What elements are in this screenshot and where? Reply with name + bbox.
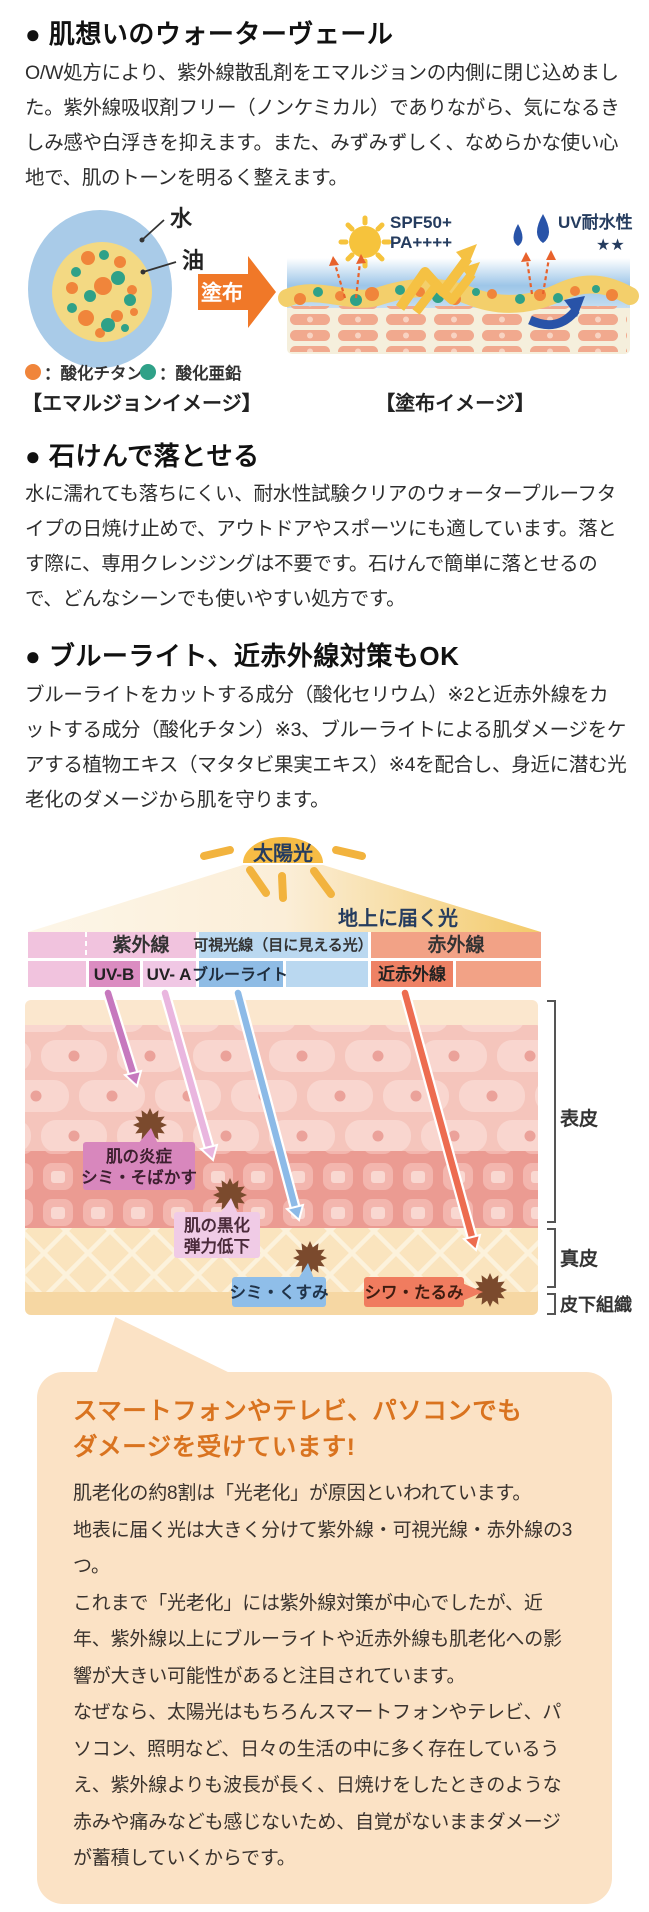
section2-body: 水に濡れても落ちにくい、耐水性試験クリアのウォータープルーフタイプの日焼け止めで… bbox=[25, 483, 617, 610]
starburst-bluelight bbox=[293, 1241, 327, 1275]
water-pointer-line bbox=[141, 219, 165, 241]
uvb-subband bbox=[89, 961, 140, 987]
damage-uva-line1: 肌の黒化 bbox=[183, 1215, 251, 1235]
water-bounce-arrow bbox=[528, 307, 580, 330]
damage-uva-line2: 弾力低下 bbox=[184, 1236, 250, 1256]
uv-resistance-label: UV耐水性 bbox=[558, 212, 633, 232]
bluelight-subband bbox=[199, 961, 283, 987]
info-bubble: スマートフォンやテレビ、パソコンでも ダメージを受けています! 肌老化の約8割は… bbox=[37, 1372, 612, 1904]
bubble-paragraph-2: 地表に届く光は大きく分けて紫外線・可視光線・赤外線の3つ。 bbox=[73, 1519, 573, 1578]
apply-arrow-shape bbox=[198, 256, 276, 328]
scatter-arrows bbox=[333, 257, 551, 299]
visible-subband bbox=[286, 961, 368, 987]
nir-subband bbox=[371, 961, 453, 987]
zinc-particles bbox=[67, 250, 136, 332]
visible-band-label: 可視光線（目に見える光） bbox=[193, 936, 373, 954]
damage-label-nir: シワ・たるみ bbox=[364, 1277, 483, 1307]
light-damage-diagram: 太陽光 地上に届く光 紫外線 可視光線（目に見える光） 赤外線 UV-B UV-… bbox=[25, 837, 632, 1315]
bluelight-label: ブルーライト bbox=[192, 965, 288, 984]
dermis-label: 真皮 bbox=[560, 1247, 598, 1270]
damage-label-bluelight: シミ・くすみ bbox=[230, 1263, 330, 1307]
oil-pointer-dot bbox=[140, 269, 146, 275]
starburst-uva bbox=[213, 1178, 247, 1212]
nir-ray bbox=[399, 987, 482, 1252]
water-pointer-dot bbox=[139, 237, 145, 243]
emulsion-illustration: 水 油 bbox=[28, 206, 204, 368]
ground-light-label: 地上に届く光 bbox=[338, 907, 458, 930]
penetrating-rays bbox=[102, 987, 482, 1252]
uvb-ray bbox=[102, 987, 143, 1088]
emulsion-application-diagram: 水 油 塗布 bbox=[22, 206, 639, 415]
titanium-particles bbox=[66, 251, 138, 338]
scatter-arrowheads bbox=[329, 250, 556, 266]
uvc-subband bbox=[28, 961, 86, 987]
apply-arrow: 塗布 bbox=[198, 256, 276, 328]
layer-brackets bbox=[547, 1000, 556, 1315]
ir-band-label: 赤外線 bbox=[427, 933, 484, 956]
uva-label: UV- A bbox=[147, 965, 192, 984]
epidermis-label: 表皮 bbox=[560, 1107, 598, 1130]
particle-legend: ：酸化チタン ：酸化亜鉛 bbox=[25, 363, 242, 383]
apply-arrow-label: 塗布 bbox=[201, 281, 243, 305]
starburst-uvb bbox=[133, 1108, 167, 1142]
titanium-legend-dot bbox=[25, 364, 41, 380]
water-label: 水 bbox=[170, 206, 193, 231]
ir-subband bbox=[456, 961, 541, 987]
section1-heading: ● 肌想いのウォーターヴェール bbox=[25, 19, 394, 49]
section1-body: O/W処方により、紫外線散乱剤をエマルジョンの内側に閉じ込めました。紫外線吸収剤… bbox=[25, 62, 620, 189]
applied-skin-illustration: SPF50+ PA++++ bbox=[278, 212, 639, 354]
spectrum-row1: 紫外線 可視光線（目に見える光） 赤外線 bbox=[28, 932, 541, 958]
water-bounce-arrowhead bbox=[564, 296, 585, 317]
oil-pointer-line bbox=[142, 261, 177, 273]
zinc-legend-label: ：酸化亜鉛 bbox=[159, 363, 242, 383]
damage-bluelight-label: シミ・くすみ bbox=[230, 1283, 330, 1302]
uva-subband bbox=[143, 961, 196, 987]
emulsion-caption: 【エマルジョンイメージ】 bbox=[22, 392, 262, 415]
damage-label-uvb: 肌の炎症 シミ・そばかす bbox=[81, 1128, 197, 1190]
sun-dome: 太陽光 bbox=[200, 837, 366, 902]
bubble-paragraph-3: これまで「光老化」には紫外線対策が中心でしたが、近年、紫外線以上にブルーライトや… bbox=[73, 1592, 562, 1687]
damage-uvb-line1: 肌の炎症 bbox=[105, 1146, 173, 1166]
uv-band-label: 紫外線 bbox=[112, 933, 169, 956]
bluelight-ray bbox=[232, 987, 305, 1222]
pa-label: PA++++ bbox=[390, 233, 452, 252]
starburst-nir bbox=[473, 1273, 507, 1307]
oil-label: 油 bbox=[182, 248, 204, 273]
bubble-tail bbox=[96, 1317, 234, 1375]
damage-label-uva: 肌の黒化 弾力低下 bbox=[174, 1198, 260, 1258]
water-droplets-icon bbox=[513, 214, 549, 246]
bubble-heading-line2: ダメージを受けています! bbox=[73, 1434, 356, 1461]
ir-band bbox=[371, 932, 541, 958]
bubble-paragraph-4: なぜなら、太陽光はもちろんスマートフォンやテレビ、パソコン、照明など、日々の生活… bbox=[73, 1702, 562, 1869]
stratum-corneum-layer bbox=[25, 1000, 538, 1025]
section2-heading: ● 石けんで落とせる bbox=[25, 441, 260, 471]
bubble-heading-line1: スマートフォンやテレビ、パソコンでも bbox=[73, 1398, 523, 1425]
visible-band bbox=[199, 932, 368, 958]
spectrum-row2: UV-B UV- A ブルーライト 近赤外線 bbox=[28, 961, 541, 987]
epidermis-layer bbox=[25, 1025, 538, 1151]
sun-icon bbox=[338, 215, 392, 269]
zinc-legend-dot bbox=[140, 364, 156, 380]
sunscreen-layer bbox=[278, 275, 639, 313]
application-caption: 【塗布イメージ】 bbox=[375, 391, 535, 415]
spf-label: SPF50+ bbox=[390, 213, 452, 232]
damage-nir-label: シワ・たるみ bbox=[365, 1283, 465, 1302]
uvb-label: UV-B bbox=[94, 965, 135, 984]
section3-body: ブルーライトをカットする成分（酸化セリウム）※2と近赤外線をカットする成分（酸化… bbox=[25, 684, 627, 811]
uva-ray bbox=[159, 987, 219, 1162]
nir-label: 近赤外線 bbox=[378, 964, 446, 984]
section3-heading: ● ブルーライト、近赤外線対策もOK bbox=[25, 641, 460, 671]
reflect-arrows bbox=[395, 244, 480, 315]
sun-rays bbox=[200, 846, 366, 902]
sunlight-label: 太陽光 bbox=[253, 842, 313, 865]
damage-uvb-line2: シミ・そばかす bbox=[81, 1168, 197, 1187]
uv-band bbox=[28, 932, 196, 958]
bubble-paragraph-1: 肌老化の約8割は「光老化」が原因といわれています。 bbox=[73, 1483, 532, 1504]
uv-resistance-stars: ★★ bbox=[596, 237, 625, 254]
subcutaneous-label: 皮下組織 bbox=[560, 1294, 632, 1315]
titanium-legend-label: ：酸化チタン bbox=[44, 363, 143, 383]
